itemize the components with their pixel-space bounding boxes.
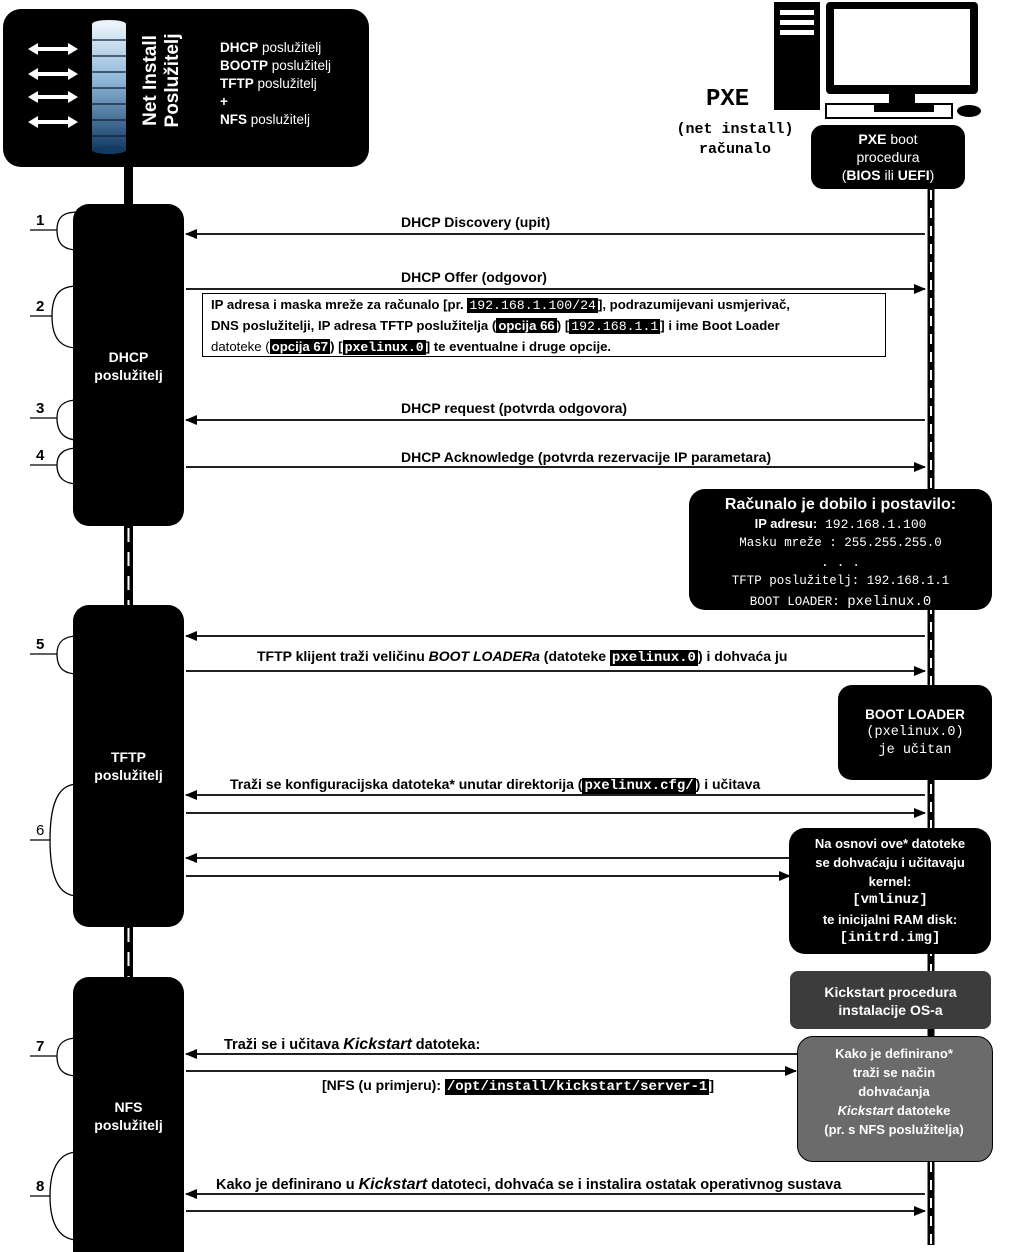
service-list: DHCP poslužitelj BOOTP poslužitelj TFTP … xyxy=(220,39,331,129)
net-install-line1: Net Install xyxy=(140,35,161,126)
kickstart-definition-text: Kako je definirano* traži se način dohva… xyxy=(824,1046,964,1137)
net-install-vertical-title: Net Install Poslužitelj xyxy=(140,18,190,143)
header-icons xyxy=(28,20,126,154)
pc-subtitle-line1: (net install) xyxy=(676,121,794,138)
service-tftp: TFTP poslužitelj xyxy=(220,76,317,91)
service-nfs: NFS poslužitelj xyxy=(220,112,311,127)
offer-line-2: DNS poslužitelji, IP adresa TFTP posluži… xyxy=(211,318,780,334)
received-config-box xyxy=(689,489,992,610)
msg-os-install: Kako je definirano u Kickstart datoteci,… xyxy=(216,1176,842,1193)
dhcp-offer-details: IP adresa i maska mreže za računalo [pr.… xyxy=(202,293,886,357)
bootloader-loaded-text: BOOT LOADER (pxelinux.0) je učitan xyxy=(865,707,965,758)
msg-dhcp-ack: DHCP Acknowledge (potvrda rezervacije IP… xyxy=(401,449,772,465)
pc-subtitle: (net install) računalo xyxy=(660,120,810,160)
kickstart-procedure-box xyxy=(790,971,991,1029)
received-dots: . . . xyxy=(820,555,860,570)
received-bootloader: BOOT LOADER: pxelinux.0 xyxy=(749,594,932,610)
msg-dhcp-discovery: DHCP Discovery (upit) xyxy=(401,214,551,230)
step-2: 2 xyxy=(36,298,45,315)
message-arrows xyxy=(185,229,926,1216)
kickstart-definition-box xyxy=(797,1036,993,1162)
bootloader-loaded-box xyxy=(838,685,992,780)
step-4: 4 xyxy=(36,447,45,464)
service-plus: + xyxy=(220,94,228,109)
received-ip: IP adresu: 192.168.1.100 xyxy=(754,516,927,532)
received-title: Računalo je dobilo i postavilo: xyxy=(724,496,957,513)
msg-kickstart: Traži se i učitava Kickstart datoteka: xyxy=(224,1036,481,1053)
nfs-server-box xyxy=(73,977,184,1252)
received-tftp: TFTP poslužitelj: 192.168.1.1 xyxy=(731,574,950,588)
net-install-server-box xyxy=(3,9,369,167)
msg-config-file: Traži se konfiguracijska datoteka* unuta… xyxy=(230,776,761,794)
step-7: 7 xyxy=(36,1038,45,1055)
service-dhcp: DHCP poslužitelj xyxy=(220,40,322,55)
received-mask: Masku mreže : 255.255.255.0 xyxy=(739,536,942,550)
step-5: 5 xyxy=(36,636,45,653)
kernel-initrd-text: Na osnovi ove* datoteke se dohvaćaju i u… xyxy=(814,836,966,946)
offer-line-1: IP adresa i maska mreže za računalo [pr.… xyxy=(211,297,790,313)
tftp-server-box xyxy=(73,605,184,927)
pxe-boot-box xyxy=(811,125,965,189)
step-6: 6 xyxy=(36,822,45,839)
offer-line-3: datoteke (opcija 67) [pxelinux.0] te eve… xyxy=(211,339,612,355)
msg-nfs-path: [NFS (u primjeru): /opt/install/kickstar… xyxy=(322,1077,715,1095)
msg-dhcp-offer: DHCP Offer (odgovor) xyxy=(401,269,547,285)
computer-icon xyxy=(774,2,981,119)
pxe-boot-text: PXE boot procedura (BIOS ili UEFI) xyxy=(841,131,935,183)
service-bootp: BOOTP poslužitelj xyxy=(220,58,332,73)
msg-tftp-bootloader: TFTP klijent traži veličinu BOOT LOADERa… xyxy=(257,648,788,666)
kernel-initrd-box xyxy=(789,828,991,954)
net-install-line2: Poslužitelj xyxy=(162,33,183,128)
step-3: 3 xyxy=(36,400,45,417)
received-config-text: Računalo je dobilo i postavilo: IP adres… xyxy=(689,495,992,612)
server-lifeline xyxy=(124,160,133,982)
msg-dhcp-request: DHCP request (potvrda odgovora) xyxy=(401,400,628,416)
step-8: 8 xyxy=(36,1178,45,1195)
dhcp-server-box xyxy=(73,204,184,526)
pxe-title: PXE xyxy=(706,86,750,113)
step-1: 1 xyxy=(36,212,45,229)
kickstart-procedure-text: Kickstart procedura instalacije OS-a xyxy=(824,984,957,1018)
step-braces xyxy=(30,211,79,1241)
pc-subtitle-line2: računalo xyxy=(698,141,771,158)
